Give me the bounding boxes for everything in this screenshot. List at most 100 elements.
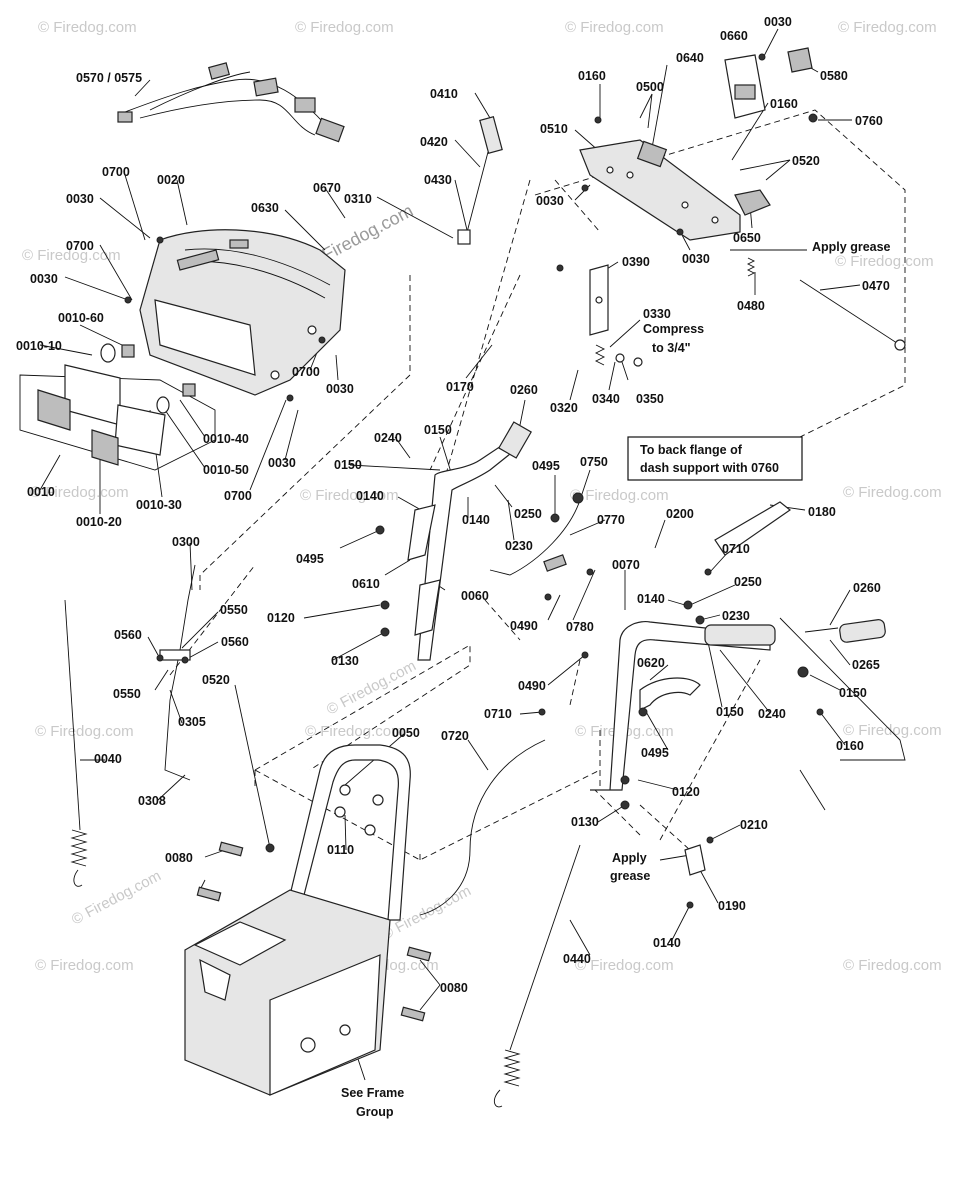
part-label: 0640: [676, 51, 704, 65]
watermark: © Firedog.com: [843, 957, 942, 974]
note-apply: Apply: [612, 851, 647, 865]
grip-inset-box: [779, 617, 906, 761]
part-label: 0030: [764, 15, 792, 29]
watermark: © Firedog.com: [35, 957, 134, 974]
note-grease: grease: [610, 869, 650, 883]
part-label: 0010: [27, 485, 55, 499]
part-label: 0160: [578, 69, 606, 83]
assembly-dashed-lines: [169, 109, 906, 861]
part-label: 0520: [792, 154, 820, 168]
watermark: © Firedog.com: [30, 484, 129, 501]
part-label: 0610: [352, 577, 380, 591]
part-label: 0440: [563, 952, 591, 966]
part-label: 0020: [157, 173, 185, 187]
watermark: © Firedog.com: [843, 722, 942, 739]
part-label: 0620: [637, 656, 665, 670]
part-label: 0230: [722, 609, 750, 623]
part-label: 0150: [424, 423, 452, 437]
part-label: 0700: [66, 239, 94, 253]
hood: [139, 229, 346, 396]
part-label: 0470: [862, 279, 890, 293]
part-label: 0560: [114, 628, 142, 642]
part-label: 0010-40: [203, 432, 249, 446]
part-label: 0160: [770, 97, 798, 111]
lever-0180: [714, 501, 886, 643]
part-label: 0150: [716, 705, 744, 719]
note-compress-amount: to 3/4": [652, 341, 691, 355]
part-label: 0630: [251, 201, 279, 215]
watermark: © Firedog.com: [570, 487, 669, 504]
part-label: 0240: [374, 431, 402, 445]
part-label: 0550: [113, 687, 141, 701]
part-label: 0770: [597, 513, 625, 527]
part-label: 0170: [446, 380, 474, 394]
part-label: 0240: [758, 707, 786, 721]
cables: [419, 499, 581, 916]
part-label: 0320: [550, 401, 578, 415]
part-label: 0010-30: [136, 498, 182, 512]
note-apply-grease: Apply grease: [812, 240, 891, 254]
frame: [184, 841, 432, 1096]
part-label: 0110: [327, 843, 354, 857]
part-label: 0340: [592, 392, 620, 406]
part-label: 0040: [94, 752, 122, 766]
part-label: 0150: [839, 686, 867, 700]
part-label: 0030: [30, 272, 58, 286]
part-label: 0500: [636, 80, 664, 94]
part-label: 0010-20: [76, 515, 122, 529]
bracket-0190: [684, 836, 714, 909]
part-label: 0030: [326, 382, 354, 396]
ignition-bracket: [724, 47, 813, 119]
note-compress: Compress: [643, 322, 704, 336]
part-label: 0480: [737, 299, 765, 313]
part-label: 0200: [666, 507, 694, 521]
part-label: 0130: [331, 654, 359, 668]
part-label: 0210: [740, 818, 768, 832]
part-label: 0230: [505, 539, 533, 553]
part-label: 0160: [836, 739, 864, 753]
note-back-flange-detail: dash support with 0760: [640, 461, 779, 475]
part-label: 0580: [820, 69, 848, 83]
watermark: © Firedog.com: [22, 247, 121, 264]
part-label: 0180: [808, 505, 836, 519]
part-label: 0260: [510, 383, 538, 397]
part-label: 0520: [202, 673, 230, 687]
shift-lever: [457, 116, 503, 245]
part-label: 0330: [643, 307, 671, 321]
wiring-harness: [117, 62, 345, 143]
part-label: 0700: [224, 489, 252, 503]
part-label: 0710: [484, 707, 512, 721]
part-label: 0420: [420, 135, 448, 149]
spring-0040: [64, 599, 88, 887]
watermark: © Firedog.com: [565, 19, 664, 36]
part-label: 0030: [536, 194, 564, 208]
rod-0470: [746, 257, 906, 351]
part-label: 0305: [178, 715, 206, 729]
fasteners: [124, 53, 824, 853]
rod-0300: [159, 564, 196, 781]
part-label: 0150: [334, 458, 362, 472]
part-label: 0030: [682, 252, 710, 266]
part-label: 0140: [356, 489, 384, 503]
part-label: 0650: [733, 231, 761, 245]
part-label: 0430: [424, 173, 452, 187]
part-label: 0300: [172, 535, 200, 549]
part-label: 0700: [102, 165, 130, 179]
part-label: 0140: [462, 513, 490, 527]
part-label: 0080: [440, 981, 468, 995]
part-label: 0495: [296, 552, 324, 566]
assembly-notes: Apply grease Compress to 3/4" To back fl…: [341, 240, 891, 1119]
part-label: 0670: [313, 181, 341, 195]
part-label: 0510: [540, 122, 568, 136]
watermark: © Firedog.com: [843, 484, 942, 501]
part-label: 0390: [622, 255, 650, 269]
handle-frame-0050: [289, 744, 411, 921]
note-back-flange: To back flange of: [640, 443, 743, 457]
handle-0060: [407, 421, 532, 661]
part-label: 0120: [267, 611, 295, 625]
part-label: 0050: [392, 726, 420, 740]
part-label: 0250: [734, 575, 762, 589]
watermark: © Firedog.com: [835, 253, 934, 270]
watermark: © Firedog.com: [300, 487, 399, 504]
